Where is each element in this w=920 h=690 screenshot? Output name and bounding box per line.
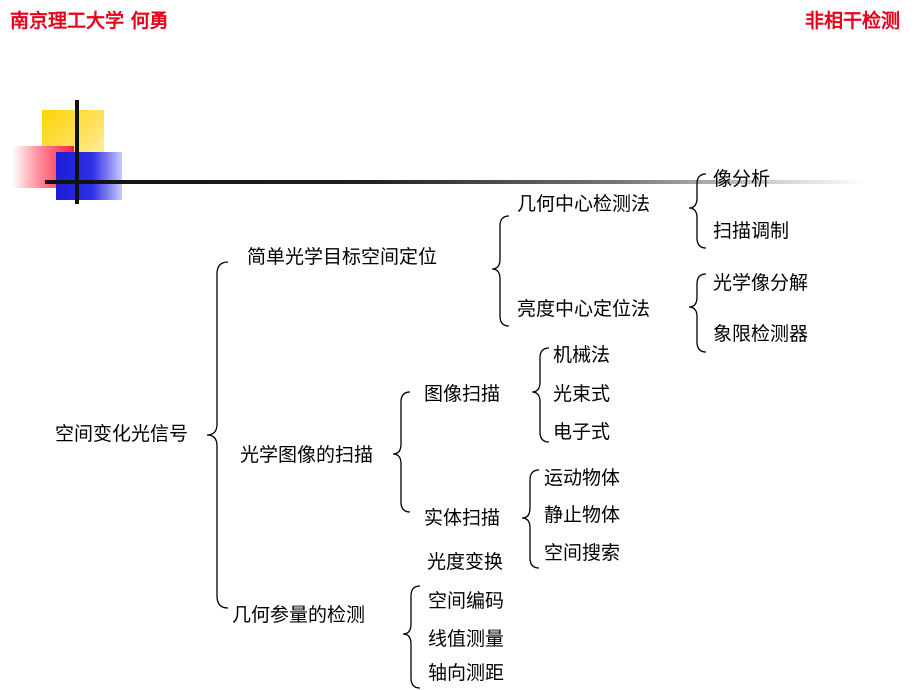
brace-solid-scan	[521, 469, 540, 569]
brace-simple	[491, 215, 510, 327]
brace-bright-center	[688, 273, 707, 353]
node-beam: 光束式	[553, 383, 611, 405]
node-optical-scan: 光学图像的扫描	[240, 444, 374, 466]
node-solid-scan: 实体扫描	[424, 507, 501, 529]
node-simple-target: 简单光学目标空间定位	[247, 246, 438, 268]
node-line-measure: 线值测量	[428, 628, 505, 650]
node-light-change: 光度变换	[427, 551, 504, 573]
node-optical-decomposition: 光学像分解	[713, 272, 809, 294]
node-image-scan: 图像扫描	[424, 383, 501, 405]
node-bright-center: 亮度中心定位法	[517, 298, 651, 320]
header-left-title: 南京理工大学 何勇	[10, 10, 169, 32]
brace-geo-measure	[402, 585, 421, 689]
brace-optical-scan	[392, 391, 411, 513]
node-space-search: 空间搜索	[544, 542, 621, 564]
node-quadrant-detector: 象限检测器	[713, 323, 809, 345]
node-mechanical: 机械法	[553, 344, 611, 366]
node-axial-ranging: 轴向测距	[428, 662, 505, 684]
decor-vertical-line	[75, 100, 79, 204]
node-space-coding: 空间编码	[428, 590, 505, 612]
node-root: 空间变化光信号	[55, 423, 189, 445]
node-static-object: 静止物体	[544, 504, 621, 526]
node-scan-modulation: 扫描调制	[713, 220, 790, 242]
decor-blue-square	[56, 152, 122, 200]
brace-geo-center	[688, 173, 707, 249]
decor-horizontal-line	[45, 180, 865, 184]
brace-image-scan	[531, 347, 550, 443]
node-geo-center: 几何中心检测法	[517, 193, 651, 215]
node-electronic: 电子式	[553, 421, 611, 443]
header-right-title: 非相干检测	[804, 10, 900, 32]
node-moving-object: 运动物体	[544, 467, 621, 489]
node-geo-measure: 几何参量的检测	[232, 604, 366, 626]
node-image-analysis: 像分析	[713, 168, 771, 190]
brace-root	[206, 261, 229, 609]
